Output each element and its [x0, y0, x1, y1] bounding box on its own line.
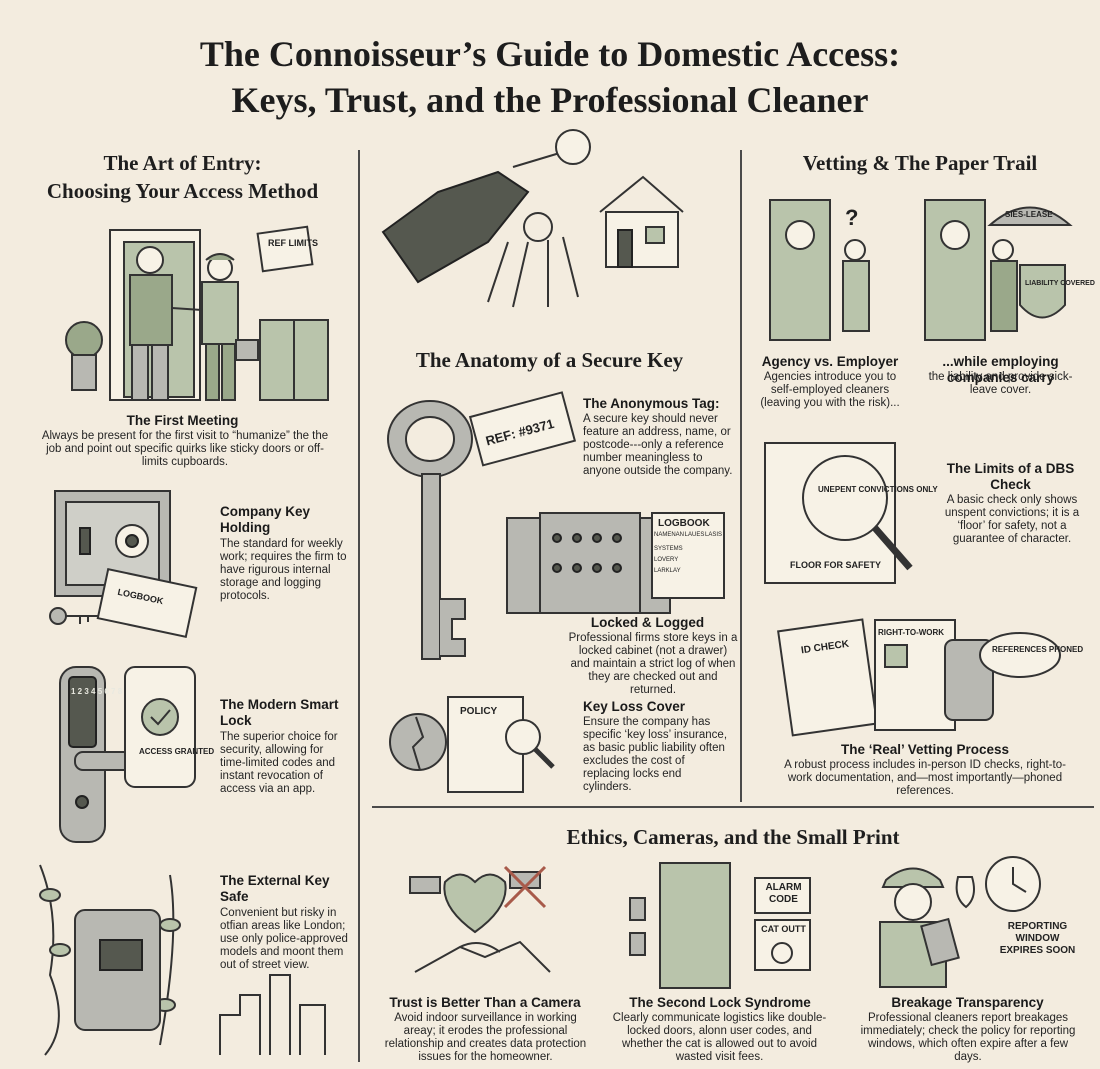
anonymous-tag-title: The Anonymous Tag: [583, 396, 720, 411]
key-loss-title: Key Loss Cover [583, 699, 686, 714]
first-meeting-illustration: REF LIMITS [65, 225, 329, 401]
bottom-section-divider [372, 806, 1094, 808]
left-heading-line2: Choosing Your Access Method [46, 179, 319, 203]
logbook-row: LARKLAY [654, 568, 681, 574]
page-subtitle: Keys, Trust, and the Professional Cleane… [231, 80, 869, 120]
employer-title: ...while employing companies carry [942, 354, 1059, 385]
key-safe-illustration [39, 864, 326, 1056]
logbook-col: NAMENAN [654, 532, 685, 538]
trust-camera-illustration [409, 865, 551, 973]
vetting-documents-illustration: ID CHECK RIGHT-TO-WORK REFERENCES PHONED [777, 618, 1083, 737]
second-lock-illustration [629, 862, 811, 989]
question-mark: ? [845, 205, 858, 230]
agency-title: Agency vs. Employer [761, 354, 899, 369]
floor-text: FLOOR FOR SAFETY [790, 560, 881, 570]
safe-illustration: LOGBOOK [49, 490, 198, 638]
agency-body: Agencies introduce you to self-employed … [760, 371, 900, 409]
smart-lock-body: The superior choice for security, allowi… [220, 731, 338, 795]
shield-text: LIABILITY COVERED [1025, 280, 1095, 287]
logbook-col: LASIS [704, 532, 722, 538]
right-to-work-label: RIGHT-TO-WORK [878, 628, 944, 637]
reporting-window-note: REPORTING WINDOW EXPIRES SOON [999, 921, 1076, 956]
middle-heading: The Anatomy of a Secure Key [415, 348, 684, 372]
smart-lock-title: The Modern Smart Lock [220, 697, 339, 728]
agency-employer-illustration: ? SIES-LEASE LIABILITY COVERED [769, 199, 1095, 341]
right-column-divider [740, 150, 742, 802]
cat-out-label: CAT OUTT [761, 924, 806, 934]
breakage-illustration [879, 856, 1041, 988]
locked-logged-body: Professional firms store keys in a locke… [568, 632, 738, 696]
dbs-body: A basic check only shows unspent convict… [944, 494, 1080, 545]
first-meeting-title: The First Meeting [126, 413, 239, 428]
key-loss-body: Ensure the company has specific ‘key los… [583, 716, 728, 793]
second-lock-title: The Second Lock Syndrome [629, 995, 811, 1010]
references-bubble-text: REFERENCES PHONED [992, 645, 1083, 654]
key-holding-title: Company Key Holding [220, 504, 311, 535]
right-heading: Vetting & The Paper Trail [802, 151, 1038, 175]
bottom-heading: Ethics, Cameras, and the Small Print [566, 825, 900, 849]
vetting-title: The ‘Real’ Vetting Process [840, 742, 1010, 757]
locked-logged-title: Locked & Logged [590, 615, 705, 630]
logbook-title: LOGBOOK [658, 518, 710, 529]
umbrella-text: SIES-LEASE [1005, 210, 1053, 219]
left-heading-line1: The Art of Entry: [103, 151, 262, 175]
logbook-row: LOVERY [654, 557, 679, 563]
broken-lock-illustration: POLICY [389, 696, 555, 793]
key-holding-body: The standard for weekly work; requires t… [220, 538, 347, 602]
logbook-columns: NAMENAN LAUES LASIS [654, 532, 722, 538]
trust-body: Avoid indoor surveillance in working are… [384, 1012, 587, 1063]
keypad-digits: 1 2 3 4 5 6 7 8 9 E 0 P [71, 687, 151, 696]
key-cabinet-illustration [506, 512, 725, 614]
vetting-body: A robust process includes in-person ID c… [784, 759, 1066, 797]
secure-key-illustration: REF: #9371 [387, 391, 577, 660]
breakage-body: Professional cleaners report breakages i… [860, 1012, 1076, 1063]
policy-label: POLICY [460, 706, 498, 717]
anonymous-tag-body: A secure key should never feature an add… [583, 413, 733, 477]
logbook-col: LAUES [684, 532, 705, 538]
employer-body: the liability and provide sick-leave cov… [928, 371, 1073, 396]
key-safe-body: Convenient but risky in otfian areas lik… [220, 907, 348, 971]
logbook-row: SYSTEMS [654, 546, 683, 552]
alarm-code-label: ALARM CODE [765, 882, 802, 905]
dbs-check-illustration: UNEPENT CONVICTIONS ONLY FLOOR FOR SAFET… [764, 442, 938, 584]
first-meeting-body: Always be present for the first visit to… [41, 430, 329, 468]
smart-lock-illustration: 1 2 3 4 5 6 7 8 9 E 0 P ACCESS GRANTED [59, 666, 214, 843]
smartlock-screen-text: ACCESS GRANTED [139, 747, 214, 756]
key-safe-title: The External Key Safe [220, 873, 330, 904]
trust-title: Trust is Better Than a Camera [389, 995, 581, 1010]
page-title: The Connoisseur’s Guide to Domestic Acce… [199, 34, 901, 74]
logbook-rows: SYSTEMS LOVERY LARKLAY [654, 544, 683, 577]
dbs-title: The Limits of a DBS Check [946, 461, 1075, 492]
breakage-title: Breakage Transparency [891, 995, 1044, 1010]
left-column-divider [358, 150, 360, 1062]
gloved-hand-keys-illustration [381, 129, 684, 308]
second-lock-body: Clearly communicate logistics like doubl… [612, 1012, 827, 1063]
sign-text: REF LIMITS [268, 238, 318, 248]
magnifier-text: UNEPENT CONVICTIONS ONLY [818, 485, 938, 494]
